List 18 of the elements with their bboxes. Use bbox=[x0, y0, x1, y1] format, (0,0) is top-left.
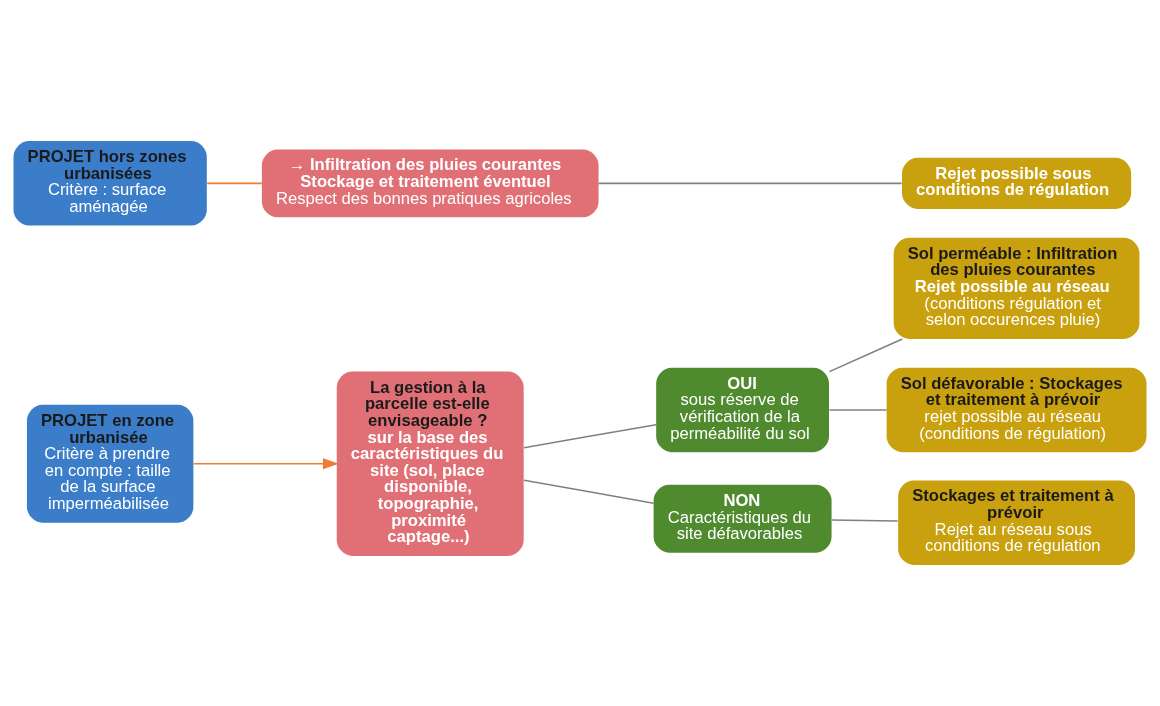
node-box: OUI sous réserve de vérification de la perméabilité du sol bbox=[656, 367, 829, 453]
connector bbox=[523, 424, 657, 449]
node-box: PROJET hors zones urbanisées Critère : surface aménagée bbox=[13, 141, 207, 226]
connector bbox=[830, 519, 899, 522]
connector bbox=[828, 338, 904, 373]
node-box: Stockages et traitement à prévoir Rejet au réseau sous conditions de régulation bbox=[898, 480, 1135, 565]
connector bbox=[206, 182, 263, 185]
node-box: → Infiltration des pluies courantes Stockage et traitement éventuel Respect des bonnes pratiques agricoles bbox=[261, 149, 599, 218]
arrow bbox=[192, 458, 339, 470]
connector bbox=[523, 479, 655, 504]
connector bbox=[598, 182, 903, 185]
node-box: Sol défavorable : Stockages et traitement à prévoir rejet possible au réseau (conditions de régulation) bbox=[886, 367, 1147, 453]
connector bbox=[828, 409, 888, 411]
node-box: Sol perméable : Infiltration des pluies courantes Rejet possible au réseau (conditions régulation et selon occurences pluie) bbox=[893, 237, 1140, 339]
node-box: PROJET en zone urbanisée Critère à prendre en compte : taille de la surface imperméabilisée bbox=[26, 404, 194, 523]
node-box: La gestion à la parcelle est-elle envisageable ? sur la base des caractéristiques du site (sol, place disponible, topographie, proximité captage...) bbox=[336, 371, 524, 556]
node-box: NON Caractéristiques du site défavorables bbox=[653, 484, 832, 553]
node-box: Rejet possible sous conditions de régulation bbox=[902, 157, 1132, 209]
